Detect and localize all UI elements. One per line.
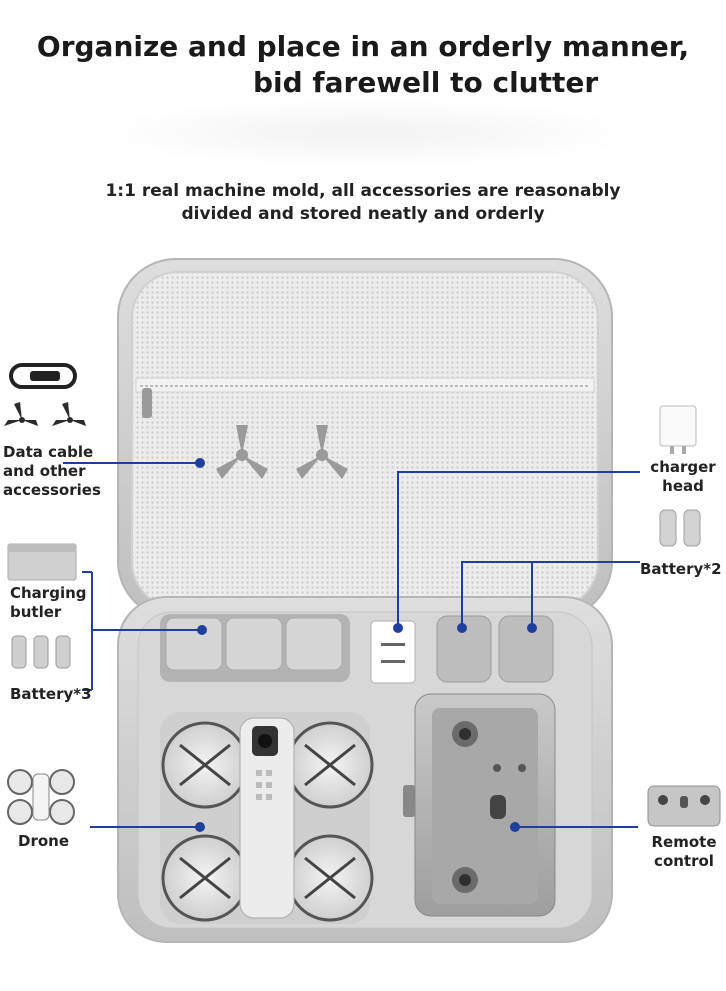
propeller-icon xyxy=(4,402,86,426)
callout-data-cable-line-2: and other xyxy=(3,462,86,480)
batteries-in-case xyxy=(436,615,554,683)
drone-in-case xyxy=(160,712,374,924)
faded-text-shadow xyxy=(86,98,646,168)
callout-data-cable-line-1: Data cable xyxy=(3,443,94,461)
callout-data-cable-line-3: accessories xyxy=(3,481,101,499)
battery-icon xyxy=(11,635,71,669)
charger-head-in-case xyxy=(370,620,416,684)
callout-lines xyxy=(63,462,640,828)
callout-charger-head-line-2: head xyxy=(662,477,704,495)
callout-drone: Drone xyxy=(18,832,70,850)
callout-charger-head: charger head xyxy=(648,458,718,496)
subtitle-line-2: divided and stored neatly and orderly xyxy=(181,204,545,224)
callout-charging-butler-line-1: Charging xyxy=(10,584,87,602)
callout-battery-2: Battery*2 xyxy=(640,560,722,578)
callout-data-cable: Data cable and other accessories xyxy=(3,443,101,500)
subtitle-line-1: 1:1 real machine mold, all accessories a… xyxy=(105,181,621,201)
callout-dots xyxy=(195,458,537,832)
callout-remote-control-line-1: Remote xyxy=(651,833,717,851)
charging-hub-icon xyxy=(7,543,77,581)
usb-cable-icon xyxy=(9,363,77,389)
callout-charger-head-line-1: charger xyxy=(650,458,716,476)
callout-remote-control-line-2: control xyxy=(654,852,714,870)
zipper-pull-icon xyxy=(142,388,152,418)
callout-charging-butler-line-2: butler xyxy=(10,603,62,621)
charger-head-icon xyxy=(659,405,697,454)
case-lid xyxy=(117,258,613,620)
callout-charging-butler: Charging butler xyxy=(10,584,87,622)
headline-line-1: Organize and place in an orderly manner, xyxy=(36,30,690,63)
drone-icon xyxy=(7,769,75,825)
remote-in-case xyxy=(403,693,556,917)
battery-icon xyxy=(659,509,701,547)
callout-remote-control: Remote control xyxy=(646,833,722,871)
remote-controller-icon xyxy=(647,785,721,827)
charging-hub-in-case xyxy=(160,614,350,682)
callout-battery-3: Battery*3 xyxy=(10,685,92,703)
propeller-pair xyxy=(216,425,348,479)
headline-line-2: bid farewell to clutter xyxy=(253,66,599,99)
